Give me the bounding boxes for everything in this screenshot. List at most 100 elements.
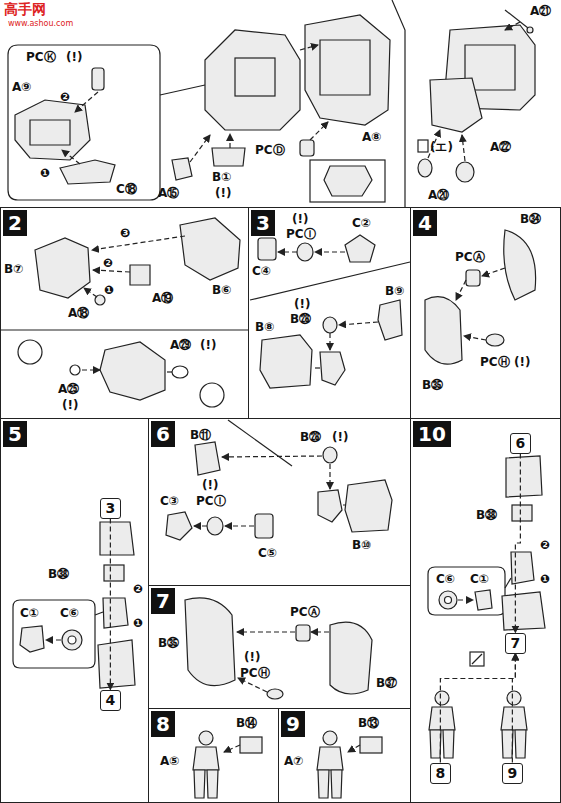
part-callout: A⑤ <box>160 754 179 768</box>
part-outline <box>100 522 134 555</box>
part-callout: B㉞ <box>520 212 541 226</box>
step-number: 10 <box>413 421 451 447</box>
part-callout: (エ) <box>430 140 453 154</box>
part-outline <box>345 480 392 532</box>
step-panel: 7 <box>148 585 411 709</box>
part-outline <box>505 10 528 28</box>
part-outline <box>343 504 345 505</box>
part-callout: C④ <box>252 264 271 278</box>
part-callout: (!) <box>200 338 216 352</box>
part-outline <box>300 140 314 156</box>
part-callout: A⑨ <box>12 80 31 94</box>
part-outline <box>323 317 337 333</box>
part-outline <box>504 230 536 300</box>
part-callout: B⑨ <box>385 284 404 298</box>
part-outline <box>392 0 405 207</box>
part-outline <box>195 442 220 475</box>
part-outline <box>505 578 511 588</box>
part-outline <box>378 300 402 340</box>
leader-arrow <box>482 268 505 276</box>
part-outline <box>193 731 219 798</box>
part-outline <box>472 654 482 664</box>
part-callout: A㉒ <box>490 140 511 154</box>
assembly-arrow <box>515 454 520 633</box>
part-outline <box>310 160 385 202</box>
reference-number: 6 <box>511 434 531 453</box>
part-callout: B⑥ <box>212 283 231 297</box>
leader-arrow <box>315 251 345 252</box>
part-outline <box>501 691 527 758</box>
part-outline <box>323 447 337 463</box>
assembly-arrow <box>512 654 515 763</box>
part-callout: PCⒽ <box>240 666 270 680</box>
part-outline <box>470 652 484 666</box>
step-reference-box: 9 <box>502 763 524 784</box>
part-callout: (!) <box>332 430 348 444</box>
part-callout: A㉕ <box>58 382 79 396</box>
part-callout: PCⒽ <box>480 355 510 369</box>
part-outline <box>160 85 205 95</box>
watermark: 高手网 <box>4 1 46 17</box>
step-number: 2 <box>3 210 27 236</box>
part-callout: B㊳ <box>48 567 69 581</box>
leader-arrow <box>46 639 61 640</box>
part-callout: C⑥ <box>60 606 79 620</box>
part-callout: ❶ <box>104 283 114 297</box>
step-reference-box: 4 <box>100 690 122 711</box>
part-callout: C② <box>352 216 371 230</box>
part-outline <box>425 297 462 365</box>
part-callout: B㉟ <box>422 378 443 392</box>
part-callout: PCⒶ <box>290 605 320 619</box>
part-outline <box>429 691 455 758</box>
leader-arrow <box>62 150 80 164</box>
part-outline <box>8 45 160 200</box>
part-outline <box>318 490 342 522</box>
part-outline <box>180 218 240 280</box>
part-outline <box>100 342 165 400</box>
part-outline <box>428 567 505 615</box>
part-callout: C③ <box>160 494 179 508</box>
reference-number: 4 <box>101 691 121 710</box>
part-callout: B⑬ <box>358 716 379 730</box>
part-outline <box>60 160 115 184</box>
part-callout: ❶ <box>540 572 550 586</box>
part-outline <box>502 592 545 630</box>
part-callout: (!) <box>244 650 260 664</box>
part-callout: B㊲ <box>376 676 397 690</box>
leader-arrow <box>190 135 210 162</box>
step-number: 7 <box>151 588 175 614</box>
step-number: 9 <box>281 711 305 737</box>
leader-arrow <box>348 745 360 752</box>
part-outline <box>512 505 532 521</box>
part-outline <box>330 622 372 694</box>
step-number: 3 <box>251 210 275 236</box>
part-outline <box>68 636 76 644</box>
part-callout: (!) <box>294 297 310 311</box>
step-number: 5 <box>3 421 27 447</box>
leader-arrow <box>222 456 322 457</box>
part-outline <box>235 58 275 96</box>
reference-number: 8 <box>431 764 451 783</box>
part-callout: B⑭ <box>236 716 257 730</box>
part-outline <box>320 352 345 385</box>
part-outline <box>35 238 90 298</box>
leader-arrow <box>339 322 378 325</box>
part-callout: PCⓀ <box>26 50 56 64</box>
part-callout: A⑧ <box>362 130 381 144</box>
part-callout: B⑩ <box>352 538 371 552</box>
leader-arrow <box>224 745 240 752</box>
part-outline <box>13 600 95 668</box>
step-panel: 6 <box>148 418 411 586</box>
leader-arrow <box>238 678 267 692</box>
step-reference-box: 7 <box>505 633 527 654</box>
part-outline <box>200 383 224 407</box>
part-callout: ❷ <box>103 256 113 270</box>
leader-arrow <box>225 525 254 526</box>
leader-arrow <box>458 599 473 600</box>
part-callout: C⑤ <box>258 546 277 560</box>
part-outline <box>475 590 492 610</box>
part-outline <box>185 598 235 686</box>
part-outline <box>430 78 482 132</box>
leader-arrow <box>329 464 330 489</box>
